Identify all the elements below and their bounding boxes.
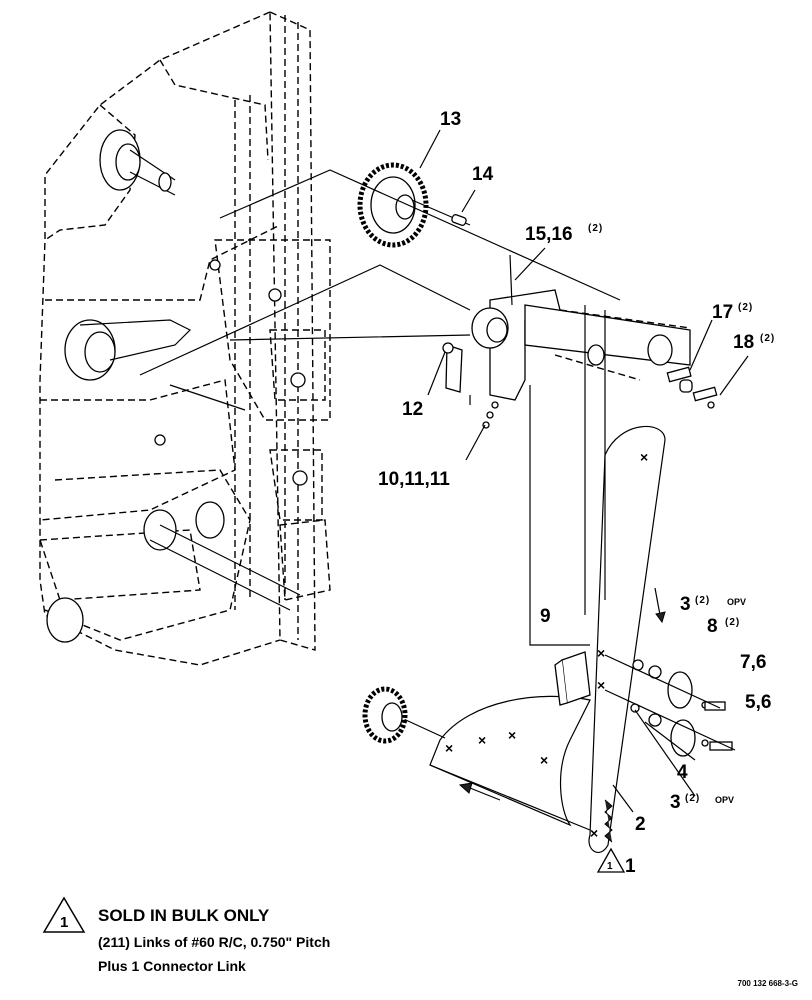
legend-title: SOLD IN BULK ONLY bbox=[98, 906, 270, 925]
svg-text:×: × bbox=[540, 752, 548, 768]
callout-leaders bbox=[419, 129, 749, 813]
idler-sprocket-upper bbox=[604, 654, 726, 711]
parts-17-18 bbox=[666, 366, 718, 409]
callout-9: 9 bbox=[540, 606, 551, 627]
callout-2: 2 bbox=[635, 814, 646, 835]
callout-12: 12 bbox=[402, 399, 423, 420]
svg-text:×: × bbox=[597, 645, 605, 661]
legend-marker: 1 bbox=[60, 914, 68, 931]
svg-text:×: × bbox=[508, 727, 516, 743]
leader-line bbox=[139, 264, 471, 376]
callout-5-6: 5,6 bbox=[745, 692, 771, 713]
legend-line-2: Plus 1 Connector Link bbox=[98, 958, 246, 974]
part-9 bbox=[554, 651, 591, 706]
fasteners-10-11 bbox=[482, 401, 499, 429]
machine-frame bbox=[39, 10, 331, 666]
callout-3-top: 3 bbox=[680, 594, 691, 615]
callout-15-16: 15,16 bbox=[525, 224, 573, 245]
callout-8: 8 bbox=[707, 616, 718, 637]
legend-triangle-icon: 1 bbox=[42, 896, 86, 933]
svg-text:×: × bbox=[640, 449, 648, 465]
bulk-note-marker-number: 1 bbox=[607, 861, 613, 872]
figure-id: 700 132 668-3-G bbox=[737, 979, 799, 988]
callout-18-qty: (2) bbox=[760, 333, 775, 344]
callout-18: 18 bbox=[733, 332, 754, 353]
svg-text:×: × bbox=[590, 825, 598, 841]
callout-15-16-qty: (2) bbox=[588, 223, 603, 234]
leader-line bbox=[219, 169, 621, 301]
callout-7-6: 7,6 bbox=[740, 652, 766, 673]
leader-line bbox=[169, 334, 471, 411]
callout-3-bottom: 3 bbox=[670, 792, 681, 813]
drive-chain: × × × × × × × × bbox=[394, 305, 666, 853]
callout-13: 13 bbox=[440, 109, 461, 130]
svg-text:×: × bbox=[597, 677, 605, 693]
sprocket-left-bottom bbox=[362, 686, 408, 744]
key-14 bbox=[451, 214, 467, 226]
callout-8-qty: (2) bbox=[725, 617, 740, 628]
callout-17-qty: (2) bbox=[738, 302, 753, 313]
callout-1: 1 bbox=[625, 856, 636, 877]
bulk-note-marker bbox=[596, 847, 626, 873]
sprocket-13 bbox=[357, 162, 471, 248]
callout-3-top-qty: (2) bbox=[695, 595, 710, 606]
callout-14: 14 bbox=[472, 164, 494, 185]
callout-17: 17 bbox=[712, 302, 733, 323]
chain-direction-arrows bbox=[458, 587, 666, 801]
callout-3-bottom-qty: (2) bbox=[685, 793, 700, 804]
svg-text:×: × bbox=[445, 740, 453, 756]
idler-arm-bracket bbox=[442, 254, 691, 401]
svg-text:×: × bbox=[478, 732, 486, 748]
legend-line-1: (211) Links of #60 R/C, 0.750" Pitch bbox=[98, 934, 331, 950]
callout-3-top-opv: OPV bbox=[727, 597, 746, 607]
callout-3-bottom-opv: OPV bbox=[715, 795, 734, 805]
callout-4: 4 bbox=[677, 762, 688, 783]
callout-labels: 13 14 15,16 (2) 17 (2) 18 (2) 12 10,11,1… bbox=[378, 109, 775, 877]
callout-10-11-11: 10,11,11 bbox=[378, 469, 450, 490]
